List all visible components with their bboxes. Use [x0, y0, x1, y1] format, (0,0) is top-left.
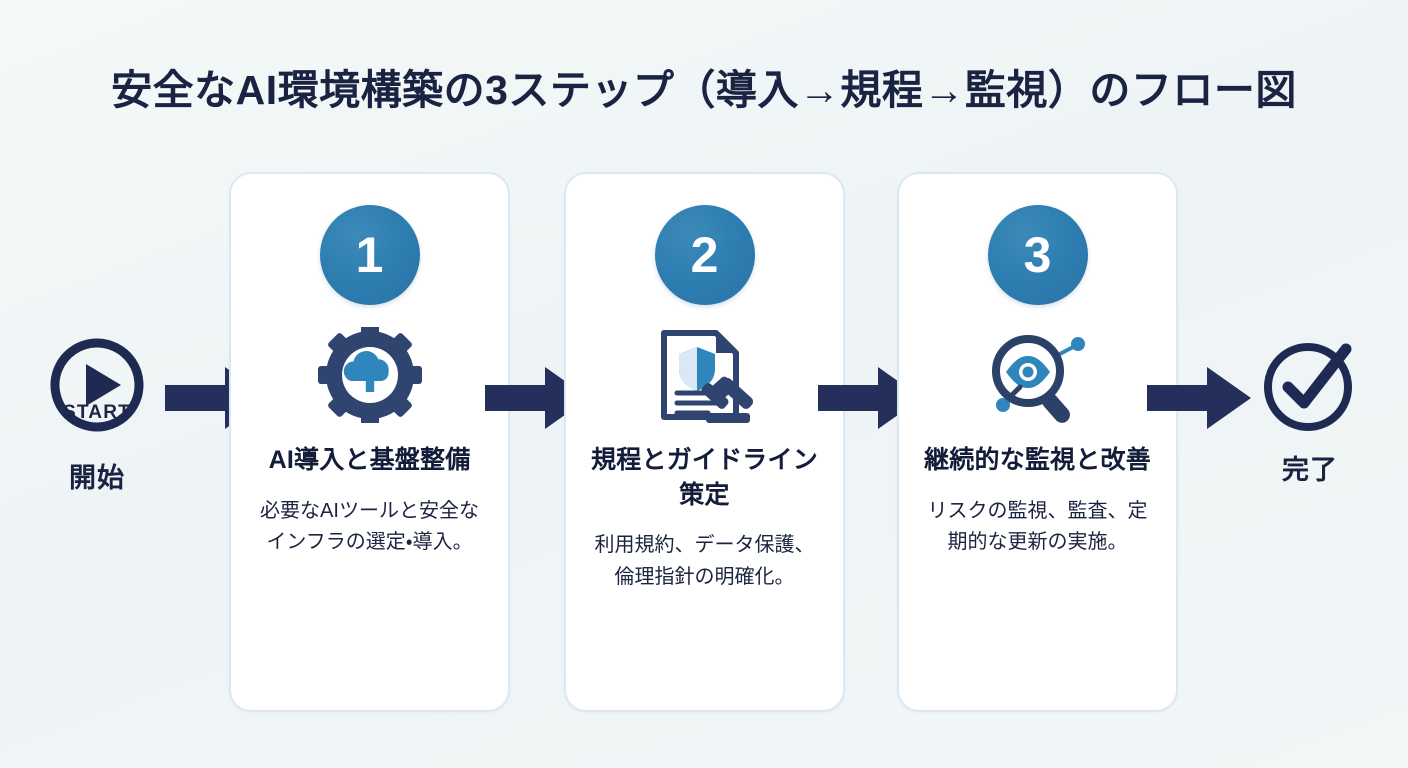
step-title: AI導入と基盤整備 — [268, 446, 471, 474]
arrow-step2-to-step3 — [818, 367, 922, 429]
magnifier-eye-network-icon — [982, 327, 1094, 423]
page-title: 安全なAI環境構築の3ステップ（導入→規程→監視）のフロー図 — [111, 67, 1297, 113]
step-card-1[interactable]: 1 — [229, 172, 510, 712]
step-number-badge: 3 — [987, 205, 1088, 305]
step-card-2[interactable]: 2 規程とガイドライン策定 利用規約、 — [564, 172, 845, 712]
step-number-badge: 1 — [319, 205, 420, 305]
end-node: 完了 — [1235, 330, 1385, 487]
step-description: リスクの監視、監査、定期的な更新の実施。 — [927, 499, 1148, 554]
step-description: 利用規約、データ保護、倫理指針の明確化。 — [594, 534, 815, 588]
start-node: START 開始 — [22, 330, 172, 495]
step-number-badge: 2 — [654, 205, 755, 305]
check-circle-icon — [1235, 330, 1385, 440]
start-badge-text: START — [63, 402, 131, 423]
step-title: 継続的な監視と改善 — [924, 446, 1151, 474]
arrow-step1-to-step2 — [485, 367, 589, 429]
document-shield-gavel-icon — [650, 327, 760, 423]
arrow-step3-to-end — [1147, 367, 1251, 429]
step-card-3[interactable]: 3 継続的な監視と改善 — [897, 172, 1178, 712]
step-title: 規程とガイドライン策定 — [591, 446, 818, 509]
start-label: 開始 — [69, 463, 125, 493]
step-description: 必要なAIツールと安全なインフラの選定・導入。 — [260, 499, 479, 554]
end-label: 完了 — [1282, 455, 1338, 485]
gear-cloud-upload-icon — [316, 327, 424, 423]
play-circle-icon: START — [22, 330, 172, 440]
